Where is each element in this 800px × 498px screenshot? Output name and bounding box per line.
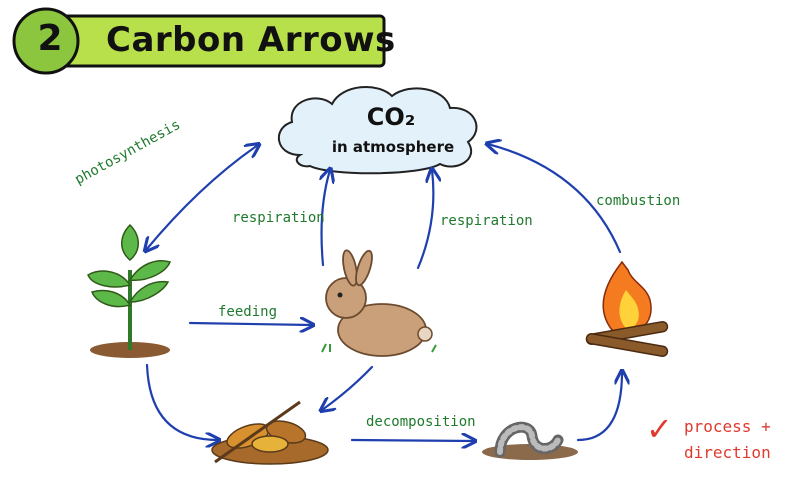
rabbit-to-litter-arrow (322, 365, 374, 410)
process-direction-note: process + direction (684, 414, 794, 466)
rabbit-icon (321, 249, 437, 357)
respiration-right-label: respiration (440, 213, 533, 229)
feeding-label: feeding (218, 304, 278, 320)
respiration-rabbit-arrow (416, 170, 433, 270)
combustion-arrow (488, 144, 622, 254)
title-banner-shape (12, 7, 386, 75)
decomposition-arrow (350, 440, 474, 441)
respiration-left-label: respiration (232, 210, 325, 226)
respiration-plant-arrow (322, 170, 330, 267)
worm-icon (482, 421, 578, 460)
title-banner: 2 Carbon Arrows (4, 6, 396, 76)
combustion-label: combustion (596, 193, 681, 209)
worm-to-fire-arrow (576, 372, 622, 442)
plant-icon (87, 223, 172, 358)
atmosphere-title: CO₂ (366, 103, 416, 131)
photosynthesis-arrow (146, 145, 258, 250)
page-title: Carbon Arrows (106, 20, 396, 60)
atmosphere-subtitle: in atmosphere (331, 138, 455, 156)
title-number: 2 (37, 18, 63, 59)
cloud-icon (277, 85, 478, 175)
feeding-arrow (188, 323, 312, 325)
checkmark-icon: ✓ (646, 410, 673, 448)
note-line-2: direction (684, 443, 771, 462)
leaf-litter-icon (211, 400, 329, 465)
note-line-1: process + (684, 417, 771, 436)
decomposition-label: decomposition (366, 414, 476, 430)
campfire-icon (585, 260, 669, 358)
plant-to-litter-arrow (145, 363, 218, 440)
